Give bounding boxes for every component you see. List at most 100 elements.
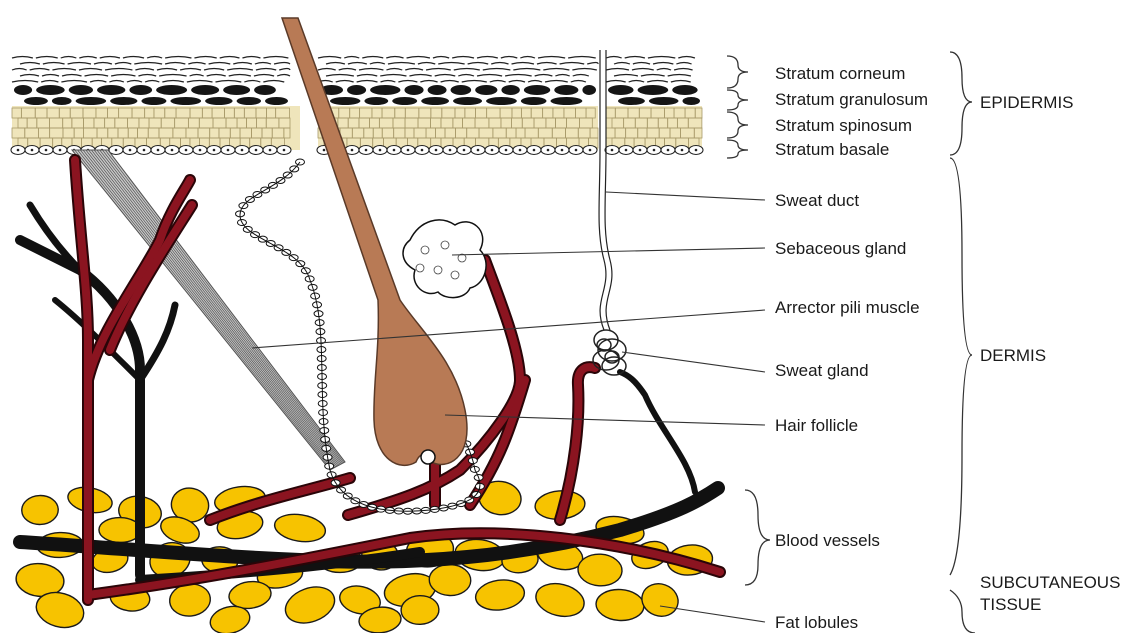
- basale-nucleus: [407, 149, 410, 152]
- fat-lobule: [99, 517, 141, 542]
- basale-nucleus: [477, 149, 480, 152]
- corneum-cell: [454, 69, 480, 71]
- label-stratum-spinosum: Stratum spinosum: [775, 116, 912, 135]
- corneum-cell: [538, 57, 565, 59]
- basale-nucleus: [213, 149, 216, 152]
- corneum-cell: [572, 69, 596, 71]
- corneum-cell: [632, 69, 654, 71]
- corneum-cell: [187, 81, 213, 83]
- corneum-cell: [279, 69, 290, 71]
- corneum-cell: [348, 63, 367, 65]
- corneum-cell: [79, 57, 96, 59]
- corneum-cell: [398, 81, 417, 83]
- region-braces: [950, 52, 975, 633]
- granulosum-cell: [649, 97, 679, 105]
- corneum-cell: [20, 63, 40, 65]
- corneum-cell: [512, 63, 534, 65]
- basale-nucleus: [227, 149, 230, 152]
- granulosum-cell: [156, 85, 187, 95]
- corneum-cell: [277, 75, 290, 77]
- label-stratum-basale: Stratum basale: [775, 140, 889, 159]
- basale-nucleus: [283, 149, 286, 152]
- basale-nucleus: [269, 149, 272, 152]
- corneum-cell: [477, 75, 502, 77]
- basale-nucleus: [185, 149, 188, 152]
- corneum-cell: [43, 63, 65, 65]
- corneum-cell: [418, 63, 435, 65]
- granulosum-cell: [451, 85, 472, 95]
- granulosum-cell: [453, 97, 482, 105]
- corneum-cell: [545, 81, 568, 83]
- corneum-cell: [555, 75, 569, 77]
- fat-lobule: [474, 577, 527, 613]
- corneum-cell: [256, 69, 276, 71]
- corneum-cell: [242, 57, 260, 59]
- corneum-cell: [678, 57, 695, 59]
- corneum-cell: [386, 69, 402, 71]
- label-blood-vessels: Blood vessels: [775, 531, 880, 550]
- corneum-cell: [229, 75, 251, 77]
- basale-nucleus: [129, 149, 132, 152]
- granulosum-cell: [554, 85, 578, 95]
- label-stratum-corneum: Stratum corneum: [775, 64, 905, 83]
- basale-nucleus: [17, 149, 20, 152]
- corneum-cell: [568, 57, 596, 59]
- corneum-cell: [36, 57, 58, 59]
- corneum-cell: [648, 57, 675, 59]
- granulosum-cell: [392, 97, 417, 105]
- granulosum-cell: [254, 85, 276, 95]
- corneum-cell: [426, 69, 451, 71]
- corneum-cell: [370, 63, 385, 65]
- corneum-cell: [606, 57, 622, 59]
- corneum-cell: [357, 81, 378, 83]
- corneum-cell: [537, 63, 557, 65]
- stratum-corneum-cells: [12, 57, 695, 83]
- corneum-cell: [105, 69, 132, 71]
- fat-lobule: [595, 588, 645, 622]
- granulosum-cell: [237, 97, 261, 105]
- fat-lobule: [280, 581, 339, 630]
- corneum-cell: [52, 69, 76, 71]
- granulosum-cell: [205, 97, 232, 105]
- corneum-cell: [244, 81, 260, 83]
- corneum-cell: [505, 75, 532, 77]
- basale-nucleus: [435, 149, 438, 152]
- basale-nucleus: [533, 149, 536, 152]
- basale-nucleus: [45, 149, 48, 152]
- corneum-cell: [535, 75, 553, 77]
- granulosum-cell: [364, 97, 388, 105]
- corneum-cell: [606, 69, 629, 71]
- corneum-cell: [339, 69, 356, 71]
- corneum-cell: [458, 75, 474, 77]
- corneum-cell: [115, 63, 131, 65]
- corneum-cell: [433, 57, 449, 59]
- corneum-cell: [42, 75, 59, 77]
- corneum-cell: [633, 63, 650, 65]
- fat-lobule: [401, 595, 440, 625]
- corneum-cell: [571, 81, 586, 83]
- label-hair-follicle: Hair follicle: [775, 416, 858, 435]
- basale-nucleus: [255, 149, 258, 152]
- granulosum-cell: [223, 85, 250, 95]
- label-epidermis: EPIDERMIS: [980, 93, 1074, 112]
- corneum-cell: [180, 69, 201, 71]
- label-sweat-gland: Sweat gland: [775, 361, 869, 380]
- corneum-cell: [68, 63, 91, 65]
- corneum-cell: [509, 81, 525, 83]
- corneum-cell: [94, 63, 112, 65]
- corneum-cell: [61, 81, 87, 83]
- corneum-cell: [263, 57, 288, 59]
- corneum-cell: [380, 81, 395, 83]
- corneum-cell: [263, 81, 284, 83]
- granulosum-cell: [521, 97, 547, 105]
- corneum-cell: [452, 57, 474, 59]
- label-subcutaneous-line1: SUBCUTANEOUS: [980, 573, 1120, 592]
- corneum-cell: [127, 81, 142, 83]
- granulosum-cell: [265, 97, 288, 105]
- corneum-cell: [441, 81, 459, 83]
- corneum-cell: [657, 69, 671, 71]
- granulosum-cell: [129, 85, 152, 95]
- corneum-cell: [380, 75, 406, 77]
- corneum-cell: [606, 81, 626, 83]
- sweat-gland: [593, 330, 626, 375]
